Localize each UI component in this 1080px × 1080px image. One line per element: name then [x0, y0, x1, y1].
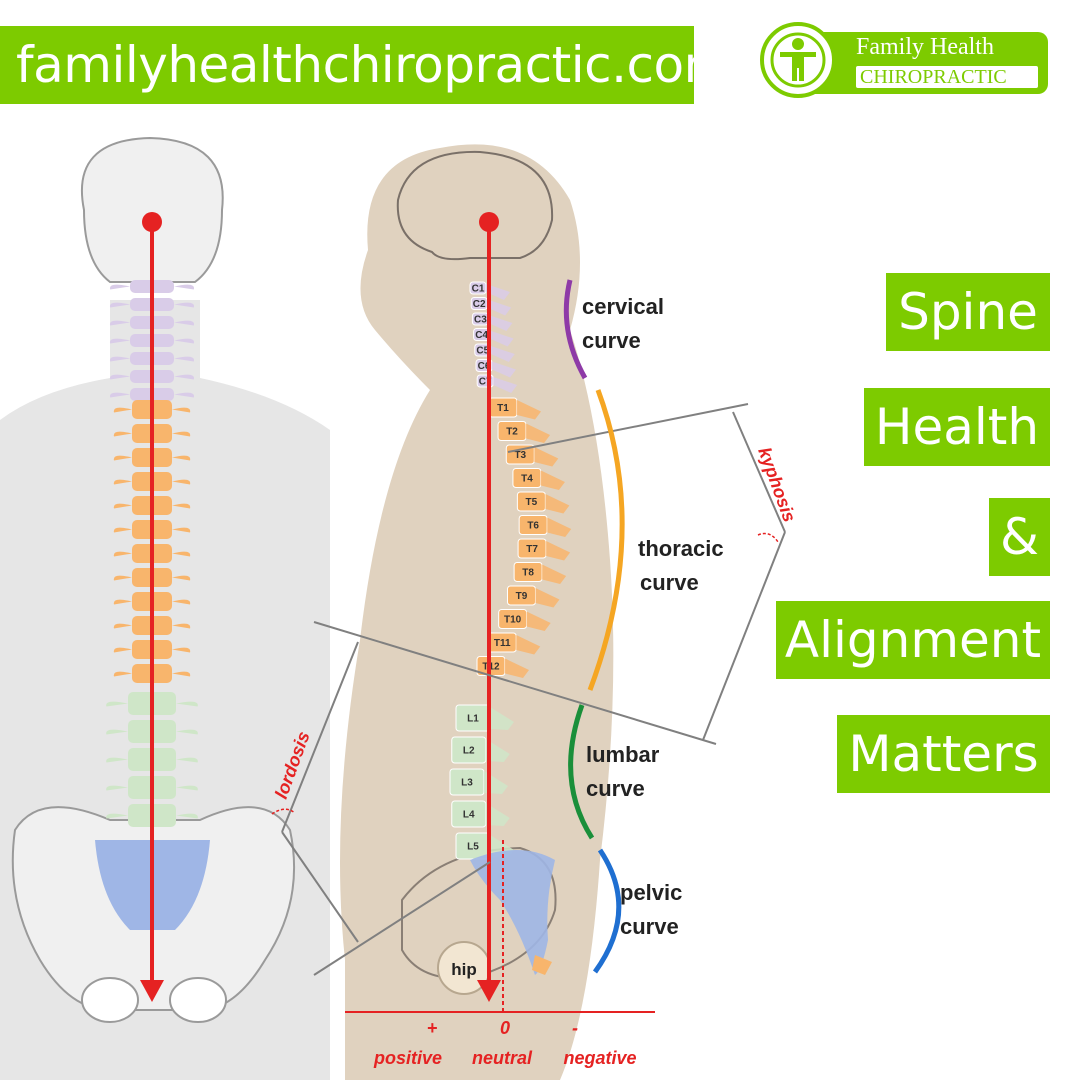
website-url-banner[interactable]: familyhealthchiropractic.com [0, 26, 732, 104]
side-vertebra-t12: T12 [476, 656, 529, 678]
vertebra-label-t10: T10 [504, 615, 522, 626]
scale-plus: + [427, 1018, 438, 1038]
cervical-curve-arc [563, 279, 588, 380]
logo-text-family-health: Family Health [856, 34, 994, 60]
vertebra-label-c2: C2 [473, 299, 486, 310]
vertebra-label-t3: T3 [514, 450, 526, 461]
plumb-top-side [479, 212, 499, 232]
logo: Family Health CHIROPRACTIC [760, 22, 1050, 100]
plumb-arrow-side [477, 980, 501, 1002]
side-vertebra-t7: T7 [517, 538, 571, 561]
vertebra-label-c1: C1 [472, 284, 485, 295]
plumb-arrow-back [140, 980, 164, 1002]
side-vertebra-t4: T4 [512, 468, 565, 490]
vertebra-label-t12: T12 [482, 662, 500, 673]
vertebra-label-c4: C4 [475, 330, 488, 341]
vertebra-label-t4: T4 [521, 474, 533, 485]
thoracic-curve-arc [587, 389, 625, 691]
pelvic-curve-arc [592, 848, 622, 974]
vertebra-label-t11: T11 [494, 638, 511, 649]
cervical-label-1: cervical [582, 294, 664, 319]
scale-positive: positive [373, 1048, 442, 1068]
curve-labels: cervical curve thoracic curve lumbar cur… [582, 294, 724, 939]
lumbar-label-1: lumbar [586, 742, 660, 767]
vertebra-label-t2: T2 [506, 427, 518, 438]
thoracic-label-1: thoracic [638, 536, 724, 561]
vertebra-label-l3: L3 [461, 778, 473, 789]
skull-side [396, 150, 554, 261]
side-vertebra-t11: T11 [487, 632, 541, 655]
curve-arcs [563, 279, 625, 974]
side-spine: C1C2C3C4C5C6C7T1T2T3T4T5T6T7T8T9T10T11T1… [449, 281, 572, 975]
vertebra-label-t8: T8 [522, 568, 534, 579]
vertebra-label-c6: C6 [478, 361, 491, 372]
vertebra-label-t6: T6 [527, 521, 539, 532]
vertebra-label-t1: T1 [497, 403, 509, 414]
sacrum-side [470, 850, 555, 975]
scale-negative: negative [563, 1048, 636, 1068]
hip-label: hip [451, 960, 477, 979]
plumb-lines [140, 212, 504, 1012]
side-vertebra-l4: L4 [451, 800, 510, 828]
title-word-alignment: Alignment [776, 601, 1050, 679]
back-spine [106, 280, 198, 827]
side-vertebra-t9: T9 [506, 585, 560, 608]
side-vertebra-t10: T10 [498, 609, 551, 631]
coccyx-side [532, 955, 552, 975]
side-view-figure: C1C2C3C4C5C6C7T1T2T3T4T5T6T7T8T9T10T11T1… [340, 144, 614, 1080]
vertebra-label-c7: C7 [479, 377, 492, 388]
side-vertebra-t1: T1 [488, 397, 541, 420]
lumbar-curve-arc [568, 704, 595, 840]
side-vertebra-t2: T2 [497, 421, 551, 443]
side-vertebra-c1: C1 [469, 281, 510, 300]
vertebra-label-l2: L2 [463, 746, 475, 757]
person-icon [760, 22, 836, 98]
vertebra-label-t5: T5 [526, 497, 538, 508]
vertebra-label-c5: C5 [476, 346, 489, 357]
scale-neutral: neutral [472, 1048, 533, 1068]
vertebra-label-l5: L5 [467, 842, 479, 853]
side-vertebra-t6: T6 [518, 515, 572, 537]
thoracic-label-2: curve [640, 570, 699, 595]
lumbar-label-2: curve [586, 776, 645, 801]
alignment-scale: + 0 - positive neutral negative [345, 1011, 655, 1068]
title-word-matters: Matters [837, 715, 1050, 793]
scale-minus: - [572, 1018, 578, 1038]
back-view-figure [0, 136, 330, 1080]
side-body-silhouette [340, 144, 614, 1080]
skull-back [80, 136, 224, 283]
vertebra-label-l4: L4 [463, 810, 475, 821]
cervical-label-2: curve [582, 328, 641, 353]
kyphosis-label: kyphosis [754, 445, 799, 525]
plumb-top-back [142, 212, 162, 232]
title-word-health: Health [864, 388, 1050, 466]
side-vertebra-l2: L2 [451, 736, 510, 764]
pelvic-label-1: pelvic [620, 880, 682, 905]
title-word-ampersand: & [989, 498, 1050, 576]
side-vertebra-c5: C5 [474, 343, 515, 362]
vertebra-label-t7: T7 [526, 544, 538, 555]
side-vertebra-l1: L1 [455, 704, 514, 732]
logo-text-chiropractic: CHIROPRACTIC [856, 66, 1038, 88]
pelvic-label-2: curve [620, 914, 679, 939]
side-vertebra-t5: T5 [516, 491, 570, 514]
scale-zero: 0 [500, 1018, 510, 1038]
side-vertebra-t3: T3 [505, 444, 559, 467]
vertebra-label-t9: T9 [516, 591, 528, 602]
vertebra-label-l1: L1 [467, 714, 479, 725]
side-vertebra-t8: T8 [513, 562, 567, 584]
title-word-spine: Spine [886, 273, 1050, 351]
vertebra-label-c3: C3 [474, 315, 487, 326]
side-vertebra-c4: C4 [473, 328, 514, 347]
